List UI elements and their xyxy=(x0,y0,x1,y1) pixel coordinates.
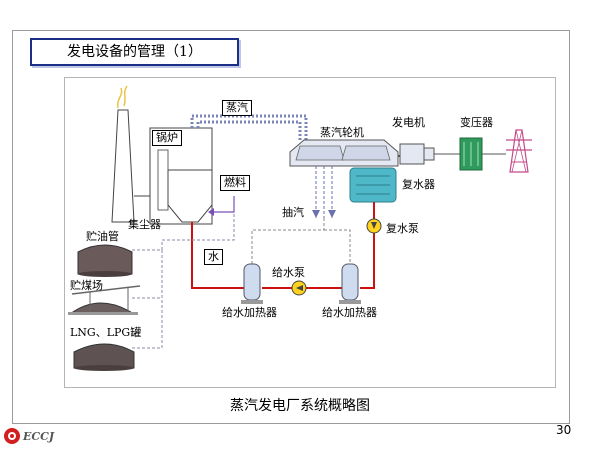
transformer xyxy=(434,137,506,171)
feedwater-heater-left xyxy=(241,263,263,304)
label-oil-tank: 贮油管 xyxy=(86,230,119,243)
label-coal-yard: 贮煤场 xyxy=(70,279,103,292)
label-fuel: 燃料 xyxy=(220,175,250,191)
page-number: 30 xyxy=(556,423,572,437)
label-generator: 发电机 xyxy=(392,116,425,129)
eccj-logo-text: ECCJ xyxy=(23,430,55,443)
label-condenser: 复水器 xyxy=(402,178,435,191)
oil-tank-icon xyxy=(77,244,133,277)
label-boiler: 锅炉 xyxy=(152,130,182,146)
fuel-line xyxy=(132,196,235,349)
dust-collector xyxy=(167,169,213,223)
label-lng-tank: LNG、LPG罐 xyxy=(70,326,142,339)
lng-tank-icon xyxy=(73,343,135,371)
condensate-pump-icon xyxy=(366,218,382,234)
feed-pump-icon xyxy=(291,280,307,296)
label-transformer: 变压器 xyxy=(460,116,493,129)
feedwater-heater-right xyxy=(339,263,361,304)
label-water: 水 xyxy=(204,249,223,265)
extraction-steam-lines xyxy=(251,166,351,264)
condenser xyxy=(349,167,397,203)
label-feed-heater-left: 给水加热器 xyxy=(222,306,277,319)
label-dust-collector: 集尘器 xyxy=(128,218,161,231)
steam-pipe xyxy=(190,114,308,140)
eccj-logo-icon xyxy=(4,428,20,444)
diagram-caption: 蒸汽发电厂系统概略图 xyxy=(230,398,370,414)
label-feed-heater-right: 给水加热器 xyxy=(322,306,377,319)
slide-title: 发电设备的管理（1） xyxy=(67,44,202,60)
label-feed-pump: 给水泵 xyxy=(272,266,305,279)
steam-turbine xyxy=(289,139,399,167)
label-turbine: 蒸汽轮机 xyxy=(320,126,364,139)
generator xyxy=(398,143,435,165)
title-box: 发电设备的管理（1） xyxy=(30,38,239,66)
transmission-tower-icon xyxy=(506,129,532,173)
label-condensate-pump: 复水泵 xyxy=(386,222,419,235)
label-steam: 蒸汽 xyxy=(222,100,252,116)
label-extraction: 抽汽 xyxy=(282,206,304,219)
chimney xyxy=(111,85,135,223)
coal-yard-icon xyxy=(68,285,141,315)
diagram-panel xyxy=(64,77,556,388)
